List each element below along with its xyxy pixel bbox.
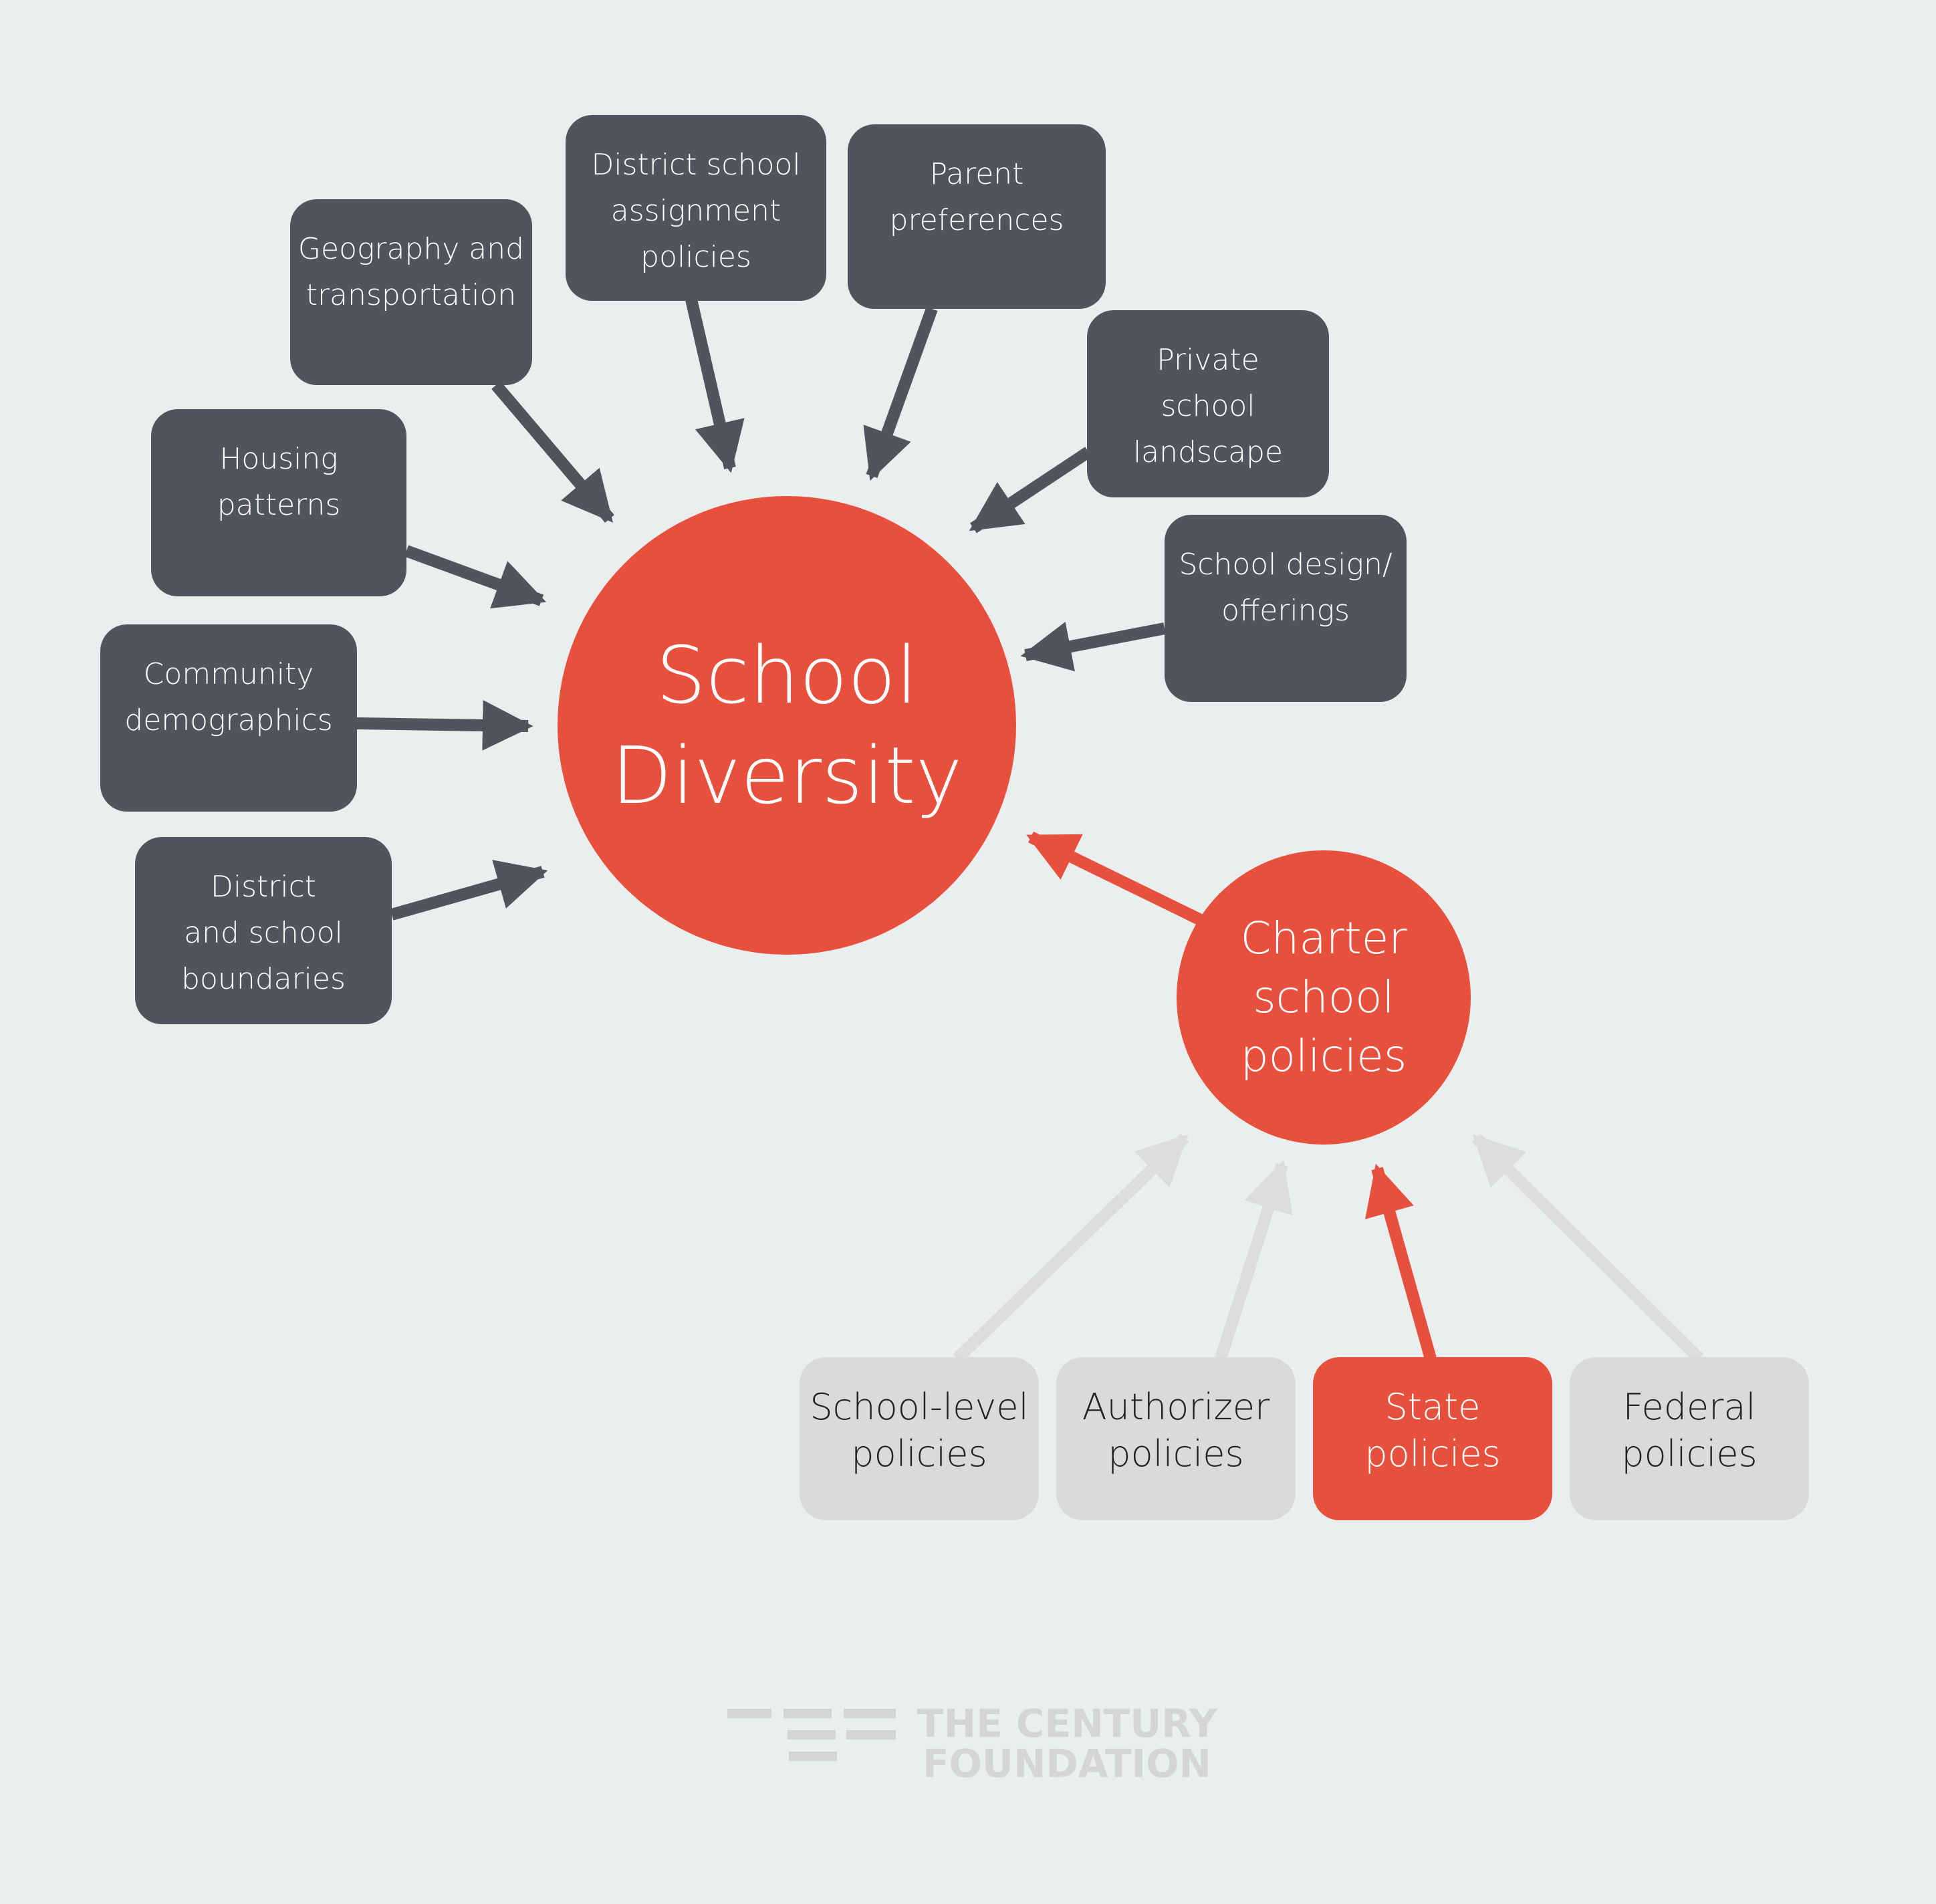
- factor-school-design: School design/ offerings: [1165, 515, 1407, 702]
- arrow-authorizer: [1215, 1159, 1293, 1360]
- factor-label: Community demographics: [124, 657, 333, 737]
- factor-label: Housing patterns: [217, 442, 341, 522]
- factor-label: Private school landscape: [1132, 343, 1284, 469]
- arrow-private-school: [969, 447, 1092, 533]
- factor-label: School design/ offerings: [1179, 548, 1393, 628]
- factor-label: Parent preferences: [889, 157, 1064, 237]
- arrow-school-level: [953, 1133, 1189, 1363]
- school-diversity-label: School Diversity: [611, 629, 963, 822]
- policy-authorizer: Authorizer policies: [1056, 1357, 1296, 1520]
- logo-mark-icon: [727, 1703, 896, 1782]
- factor-housing: Housing patterns: [151, 409, 406, 596]
- arrow-community: [356, 700, 533, 751]
- arrow-housing: [404, 545, 547, 609]
- policy-federal: Federal policies: [1570, 1357, 1809, 1520]
- school-diversity-node: School Diversity: [558, 496, 1016, 955]
- arrow-school-design: [1020, 622, 1166, 672]
- arrow-parent-preferences: [863, 306, 938, 481]
- factor-community: Community demographics: [100, 624, 357, 812]
- logo-line-2: FOUNDATION: [923, 1741, 1212, 1786]
- factor-geography: Geography and transportation: [290, 199, 532, 385]
- policy-state: State policies: [1313, 1357, 1552, 1520]
- factor-label: Geography and transportation: [297, 232, 525, 312]
- policy-label: State policies: [1364, 1386, 1501, 1475]
- century-foundation-logo: THE CENTURY FOUNDATION: [727, 1703, 1217, 1784]
- charter-school-policies-node: Charter school policies: [1177, 850, 1471, 1145]
- factor-district-assignment: District school assignment policies: [566, 115, 826, 301]
- arrow-charter-to-diversity: [1026, 831, 1209, 929]
- arrow-boundaries: [390, 860, 548, 921]
- policy-label: Authorizer policies: [1082, 1386, 1270, 1475]
- policy-school-level: School-level policies: [800, 1357, 1039, 1520]
- factor-label: District school assignment policies: [591, 148, 801, 274]
- arrow-geography: [491, 381, 614, 523]
- arrow-federal: [1471, 1133, 1704, 1363]
- factor-label: District and school boundaries: [181, 870, 346, 996]
- logo-line-1: THE CENTURY: [917, 1701, 1217, 1746]
- arrow-district-assignment: [685, 298, 745, 473]
- arrow-state: [1365, 1163, 1437, 1360]
- factor-parent-preferences: Parent preferences: [848, 124, 1106, 309]
- logo-wordmark: THE CENTURY FOUNDATION: [917, 1703, 1217, 1784]
- policy-label: Federal policies: [1621, 1386, 1758, 1475]
- charter-label: Charter school policies: [1240, 913, 1407, 1082]
- policy-label: School-level policies: [810, 1386, 1029, 1475]
- factor-boundaries: District and school boundaries: [135, 837, 392, 1024]
- factor-private-school: Private school landscape: [1087, 310, 1329, 497]
